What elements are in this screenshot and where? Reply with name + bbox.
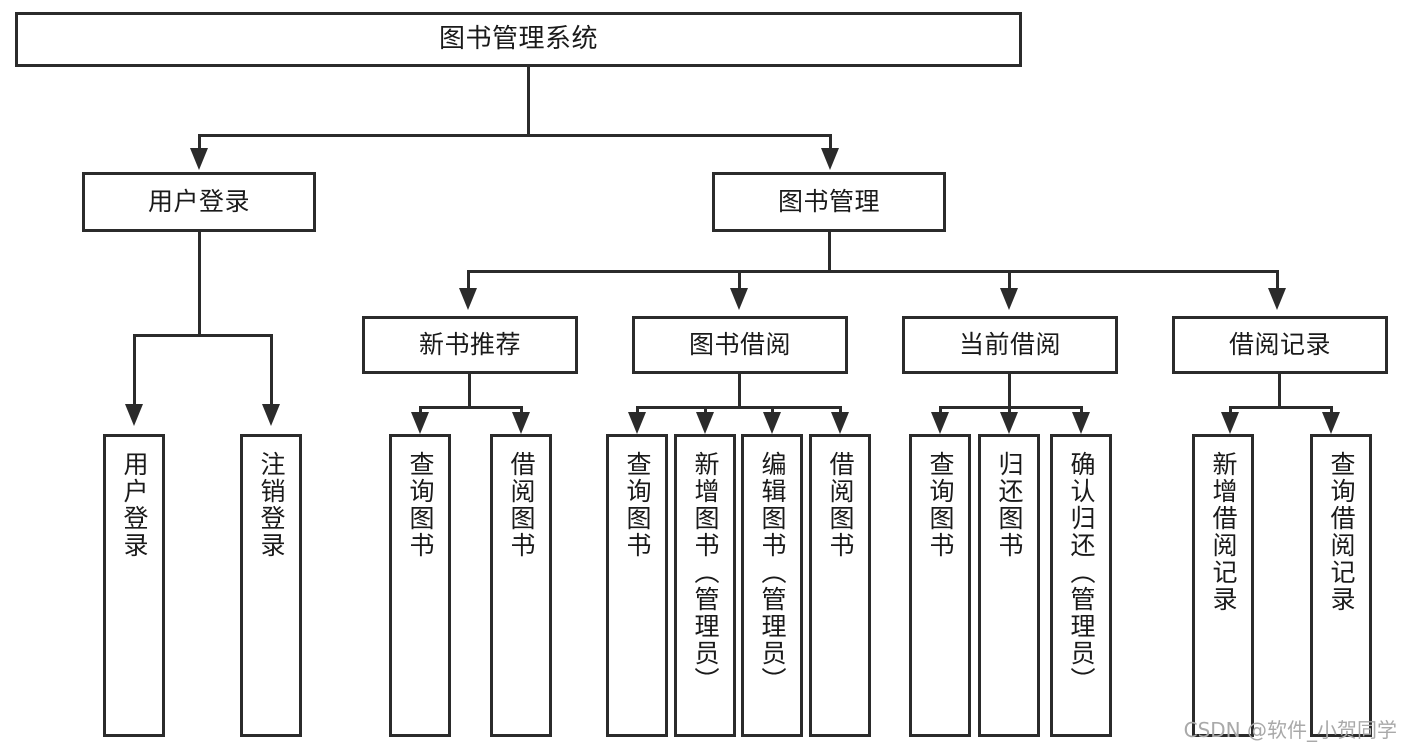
arrow-bb-leaf-2 xyxy=(696,412,714,434)
node-label: 图书借阅 xyxy=(688,330,791,360)
connector-book-management-stem xyxy=(828,232,831,272)
node-root-book-management-system[interactable]: 图书管理系统 xyxy=(15,12,1022,67)
arrow-to-leaf-user-login xyxy=(125,404,143,426)
connector-cb-drop-2 xyxy=(1008,406,1011,414)
connector-book-management-bus xyxy=(467,270,1279,273)
leaf-label: 查询图书 xyxy=(623,451,652,559)
connector-bb-drop-2 xyxy=(704,406,707,414)
leaf-query-borrow-record[interactable]: 查询借阅记录 xyxy=(1310,434,1372,737)
node-label: 图书管理 xyxy=(777,187,880,217)
arrow-to-book-management xyxy=(821,148,839,170)
arrow-to-leaf-logout xyxy=(262,404,280,426)
arrow-cb-leaf-3 xyxy=(1072,412,1090,434)
leaf-query-book-cb[interactable]: 查询图书 xyxy=(909,434,971,737)
leaf-borrow-book-bb[interactable]: 借阅图书 xyxy=(809,434,871,737)
leaf-user-login[interactable]: 用户登录 xyxy=(103,434,165,737)
arrow-br-leaf-1 xyxy=(1221,412,1239,434)
leaf-label: 编辑图书（管理员） xyxy=(758,451,787,694)
node-borrow-record[interactable]: 借阅记录 xyxy=(1172,316,1388,374)
leaf-label: 查询图书 xyxy=(406,451,435,559)
node-label: 借阅记录 xyxy=(1228,330,1331,360)
leaf-label: 新增图书（管理员） xyxy=(691,451,720,694)
connector-user-login-drop-1 xyxy=(133,334,136,406)
connector-nbr-bus xyxy=(419,406,523,409)
connector-cb-bus xyxy=(939,406,1083,409)
node-label: 图书管理系统 xyxy=(438,24,598,55)
arrow-bb-leaf-4 xyxy=(831,412,849,434)
leaf-label: 用户登录 xyxy=(120,451,149,559)
arrow-bb-leaf-3 xyxy=(763,412,781,434)
connector-cb-stem xyxy=(1008,374,1011,408)
leaf-confirm-return-admin[interactable]: 确认归还（管理员） xyxy=(1050,434,1112,737)
connector-nbr-stem xyxy=(468,374,471,408)
arrow-to-user-login xyxy=(190,148,208,170)
arrow-to-current-borrow xyxy=(1000,288,1018,310)
connector-root-drop-left xyxy=(198,134,201,151)
connector-bm-drop-3 xyxy=(1008,270,1011,290)
node-user-login[interactable]: 用户登录 xyxy=(82,172,316,232)
watermark-csdn: CSDN @软件_小贺同学 xyxy=(1183,718,1397,742)
connector-bm-drop-4 xyxy=(1276,270,1279,290)
connector-bb-stem xyxy=(738,374,741,408)
connector-nbr-drop-2 xyxy=(520,406,523,414)
arrow-cb-leaf-1 xyxy=(931,412,949,434)
connector-root-bus xyxy=(198,134,832,137)
leaf-label: 注销登录 xyxy=(257,451,286,559)
connector-nbr-drop-1 xyxy=(419,406,422,414)
connector-bm-drop-2 xyxy=(738,270,741,290)
node-current-borrow[interactable]: 当前借阅 xyxy=(902,316,1118,374)
leaf-query-book-nbr[interactable]: 查询图书 xyxy=(389,434,451,737)
arrow-cb-leaf-2 xyxy=(1000,412,1018,434)
arrow-br-leaf-2 xyxy=(1322,412,1340,434)
node-book-management[interactable]: 图书管理 xyxy=(712,172,946,232)
leaf-add-book-admin[interactable]: 新增图书（管理员） xyxy=(674,434,736,737)
connector-user-login-bus xyxy=(133,334,273,337)
leaf-return-book[interactable]: 归还图书 xyxy=(978,434,1040,737)
node-label: 当前借阅 xyxy=(958,330,1061,360)
leaf-label: 确认归还（管理员） xyxy=(1067,451,1096,694)
connector-bb-drop-3 xyxy=(771,406,774,414)
leaf-label: 新增借阅记录 xyxy=(1209,451,1238,613)
connector-user-login-stem xyxy=(198,232,201,336)
leaf-query-book-bb[interactable]: 查询图书 xyxy=(606,434,668,737)
leaf-label: 查询借阅记录 xyxy=(1327,451,1356,613)
connector-root-stem xyxy=(527,67,530,134)
leaf-logout[interactable]: 注销登录 xyxy=(240,434,302,737)
node-label: 用户登录 xyxy=(147,187,250,217)
connector-br-drop-2 xyxy=(1330,406,1333,414)
arrow-to-borrow-record xyxy=(1268,288,1286,310)
arrow-to-book-borrow xyxy=(730,288,748,310)
leaf-edit-book-admin[interactable]: 编辑图书（管理员） xyxy=(741,434,803,737)
leaf-borrow-book-nbr[interactable]: 借阅图书 xyxy=(490,434,552,737)
connector-root-drop-right xyxy=(829,134,832,151)
connector-bm-drop-1 xyxy=(467,270,470,290)
node-book-borrow[interactable]: 图书借阅 xyxy=(632,316,848,374)
connector-cb-drop-3 xyxy=(1080,406,1083,414)
leaf-label: 查询图书 xyxy=(926,451,955,559)
arrow-to-new-book-recommend xyxy=(459,288,477,310)
connector-br-drop-1 xyxy=(1229,406,1232,414)
connector-bb-bus xyxy=(636,406,842,409)
connector-bb-drop-1 xyxy=(636,406,639,414)
connector-user-login-drop-2 xyxy=(270,334,273,406)
connector-br-bus xyxy=(1229,406,1333,409)
leaf-label: 借阅图书 xyxy=(826,451,855,559)
node-new-book-recommend[interactable]: 新书推荐 xyxy=(362,316,578,374)
connector-br-stem xyxy=(1278,374,1281,408)
arrow-nbr-leaf-1 xyxy=(411,412,429,434)
connector-cb-drop-1 xyxy=(939,406,942,414)
leaf-add-borrow-record[interactable]: 新增借阅记录 xyxy=(1192,434,1254,737)
connector-bb-drop-4 xyxy=(839,406,842,414)
leaf-label: 借阅图书 xyxy=(507,451,536,559)
node-label: 新书推荐 xyxy=(418,330,521,360)
leaf-label: 归还图书 xyxy=(995,451,1024,559)
arrow-bb-leaf-1 xyxy=(628,412,646,434)
arrow-nbr-leaf-2 xyxy=(512,412,530,434)
